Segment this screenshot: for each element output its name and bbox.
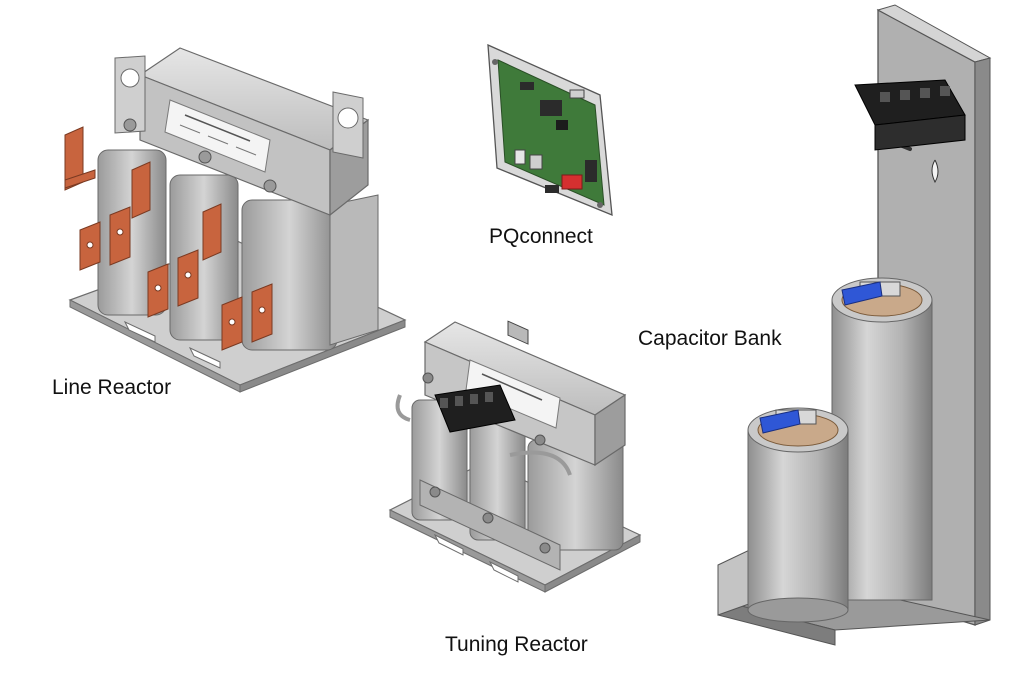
capacitor-bank-caption: Capacitor Bank (638, 327, 782, 350)
capacitor-bank-illustration (717, 4, 992, 646)
blue-cap-clip-2 (759, 409, 801, 434)
blue-cap-clip-1 (841, 281, 883, 306)
tall-capacitor (831, 299, 933, 601)
copper-terminals (64, 126, 273, 351)
pqconnect-caption: PQconnect (489, 225, 593, 248)
tuning-reactor-caption: Tuning Reactor (445, 633, 588, 656)
short-capacitor (747, 429, 849, 611)
red-connector (561, 174, 583, 190)
tuning-reactor-illustration (388, 321, 642, 593)
pqconnect-board-illustration (487, 43, 613, 345)
line-reactor-illustration (64, 47, 407, 393)
line-reactor-caption: Line Reactor (52, 376, 172, 399)
